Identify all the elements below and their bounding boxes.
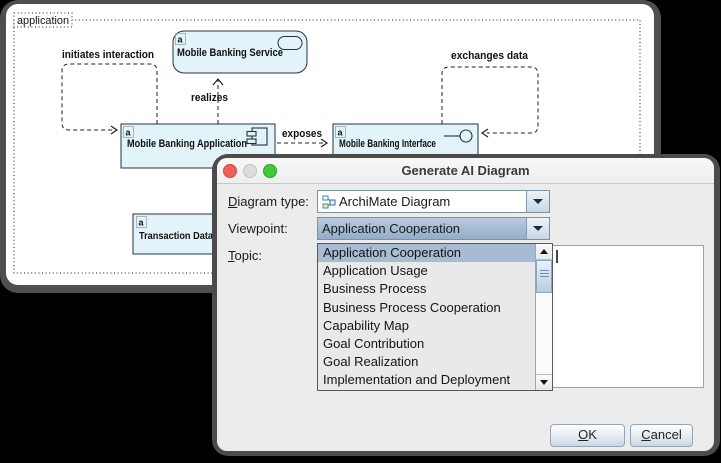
diagram-type-value: ArchiMate Diagram: [339, 194, 451, 209]
element-label: Mobile Banking Application: [127, 138, 247, 150]
element-badge: a: [139, 218, 145, 228]
app-window: application initiates interaction realiz…: [0, 0, 661, 293]
element-mobile-banking-service[interactable]: a Mobile Banking Service: [172, 30, 308, 74]
interface-lollipop-icon: [444, 129, 473, 143]
ok-button[interactable]: OK: [550, 424, 625, 447]
scroll-down-button[interactable]: [536, 374, 552, 390]
relation-realizes[interactable]: realizes: [191, 78, 228, 124]
arrowhead-icon: [110, 125, 119, 135]
cancel-button[interactable]: Cancel: [630, 424, 693, 447]
relation-exposes[interactable]: exposes: [277, 128, 329, 148]
generate-ai-diagram-dialog: Generate AI Diagram Diagram type: Viewpo…: [217, 158, 714, 451]
viewpoint-option[interactable]: Capability Map: [323, 317, 409, 333]
text-caret: [556, 250, 558, 263]
archimate-diagram-icon: [322, 195, 336, 208]
relation-label: initiates interaction: [62, 49, 154, 61]
scrollbar-thumb[interactable]: [536, 260, 552, 293]
application-group-label: application: [17, 15, 69, 27]
minimize-icon[interactable]: [243, 164, 257, 178]
topic-label: Topic:: [228, 248, 262, 263]
chevron-down-icon: [533, 226, 543, 231]
element-badge: a: [126, 128, 132, 138]
viewpoint-label: Viewpoint:: [228, 221, 288, 236]
viewpoint-option[interactable]: Implementation and Deployment: [323, 372, 511, 388]
viewpoint-value: Application Cooperation: [322, 221, 461, 236]
diagram-type-label: Diagram type:: [228, 194, 309, 209]
element-badge: a: [338, 128, 344, 138]
scroll-up-button[interactable]: [536, 244, 552, 260]
element-label: Mobile Banking Service: [177, 47, 283, 59]
chevron-down-icon: [533, 199, 543, 204]
triangle-up-icon: [540, 249, 548, 254]
viewpoint-combobox[interactable]: Application Cooperation: [317, 217, 550, 240]
viewpoint-option[interactable]: Goal Contribution: [323, 335, 425, 351]
viewpoint-option[interactable]: Business Process Cooperation: [323, 299, 501, 315]
service-icon: [277, 36, 303, 50]
dialog-titlebar[interactable]: Generate AI Diagram: [217, 158, 714, 184]
relation-label: exchanges data: [451, 50, 529, 62]
viewpoint-option[interactable]: Business Process: [323, 281, 427, 297]
triangle-down-icon: [540, 380, 548, 385]
dialog-title: Generate AI Diagram: [401, 163, 530, 178]
element-badge: a: [178, 35, 184, 45]
element-mobile-banking-application[interactable]: a Mobile Banking Application: [120, 123, 276, 169]
element-label: Transaction Data: [139, 230, 213, 242]
diagram-type-combobox[interactable]: ArchiMate Diagram: [317, 190, 550, 213]
viewpoint-option[interactable]: Application Cooperation: [318, 244, 552, 263]
diagram-type-dropdown-button[interactable]: [526, 191, 549, 212]
viewpoint-option[interactable]: Goal Realization: [323, 354, 419, 370]
relation-initiates-interaction[interactable]: initiates interaction: [61, 49, 158, 135]
dialog-window: Generate AI Diagram Diagram type: Viewpo…: [212, 154, 720, 456]
zoom-icon[interactable]: [263, 164, 277, 178]
relation-label: exposes: [282, 128, 322, 140]
arrowhead-icon: [320, 138, 329, 148]
element-label: Mobile Banking Interface: [339, 138, 436, 150]
thumb-grip-icon: [539, 270, 549, 278]
relation-exchanges-data[interactable]: exchanges data: [441, 50, 539, 138]
close-icon[interactable]: [223, 164, 237, 178]
popup-scrollbar[interactable]: [535, 244, 552, 390]
component-icon: [246, 127, 268, 146]
arrowhead-icon: [480, 128, 489, 138]
relation-label: realizes: [191, 92, 228, 104]
arrowhead-icon: [212, 78, 224, 86]
viewpoint-dropdown-button[interactable]: [526, 218, 549, 239]
viewpoint-option[interactable]: Application Usage: [323, 263, 428, 279]
